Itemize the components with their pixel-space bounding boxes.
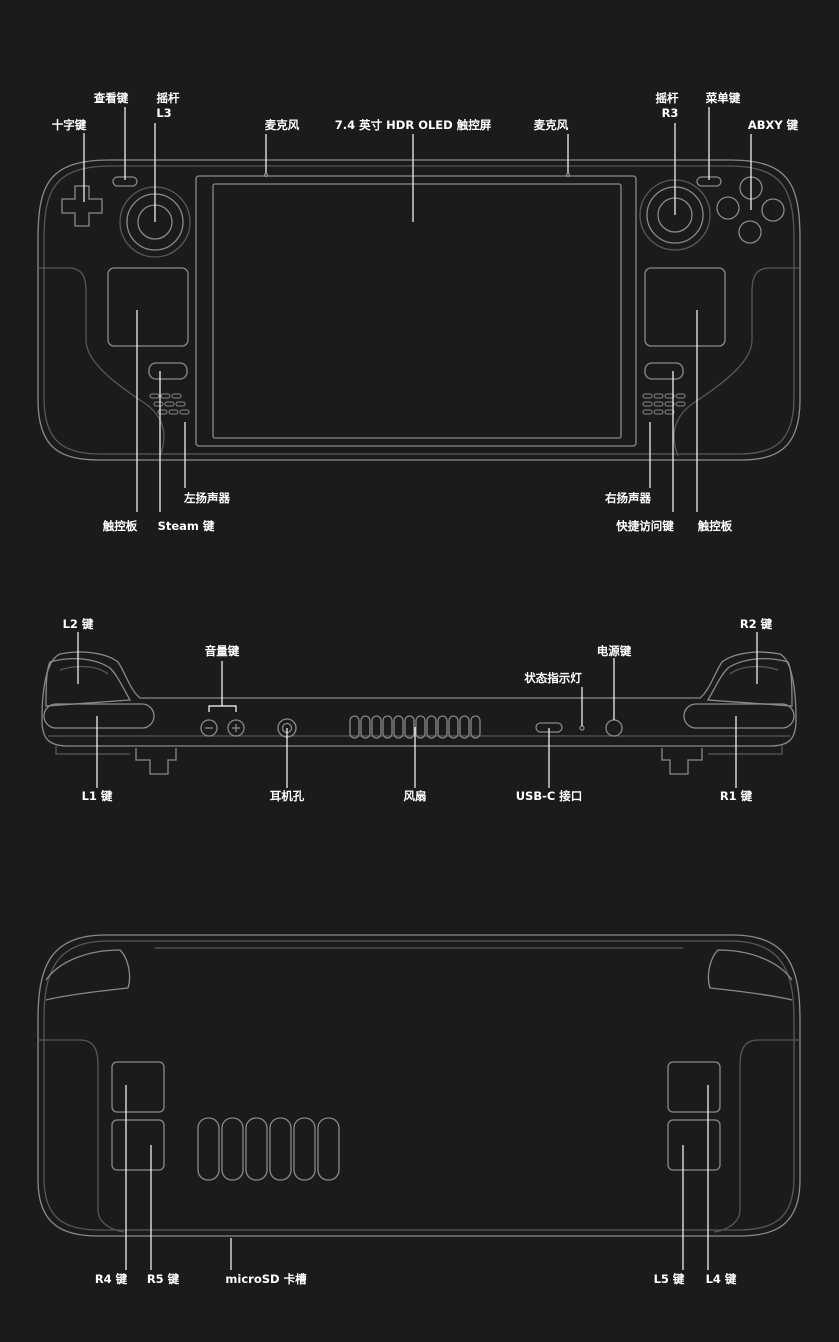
label-headphone: 耳机孔	[269, 789, 305, 803]
label-l5: L5 键	[653, 1272, 685, 1286]
back-left-grip	[38, 1039, 125, 1233]
right-trackpad	[644, 267, 726, 347]
label-l1: L1 键	[81, 789, 113, 803]
back-right-trigger	[707, 949, 793, 1001]
top-body-outline	[41, 651, 797, 747]
screen-bezel	[195, 175, 637, 447]
label-left-trackpad: 触控板	[102, 519, 138, 533]
front-body-inner	[43, 165, 795, 455]
l2-inner	[59, 665, 109, 675]
l1-bumper	[43, 703, 155, 729]
a-button	[738, 220, 762, 244]
right-mic-hole	[565, 172, 571, 178]
l5-button	[667, 1119, 721, 1171]
label-view-button: 查看键	[93, 91, 129, 105]
left-mic-hole	[263, 172, 269, 178]
right-grip-line	[673, 267, 800, 457]
fan-vent	[349, 715, 481, 739]
label-r2: R2 键	[739, 617, 773, 631]
r5-button	[111, 1119, 165, 1171]
l2-trigger	[45, 657, 132, 707]
label-abxy: ABXY 键	[747, 118, 799, 132]
label-r1: R1 键	[719, 789, 753, 803]
x-button	[716, 196, 740, 220]
label-dpad: 十字键	[51, 118, 87, 132]
label-right-stick-line2: R3	[661, 106, 679, 120]
label-power: 电源键	[596, 644, 632, 658]
right-foot	[661, 748, 703, 775]
top-leader-lines	[77, 632, 758, 788]
front-leader-lines	[83, 107, 752, 512]
left-grip-line	[38, 267, 165, 457]
top-view	[41, 651, 797, 775]
label-quick-access: 快捷访问键	[616, 519, 674, 533]
label-fan: 风扇	[403, 789, 427, 803]
dpad-icon	[61, 185, 103, 227]
label-volume: 音量键	[204, 644, 240, 658]
label-right-stick-line1: 摇杆	[655, 91, 679, 105]
l4-button	[667, 1061, 721, 1113]
r4-button	[111, 1061, 165, 1113]
label-left-mic: 麦克风	[264, 118, 300, 132]
label-l4: L4 键	[705, 1272, 737, 1286]
back-right-grip	[713, 1039, 800, 1233]
quick-access-button	[644, 362, 684, 380]
right-rail	[708, 746, 783, 755]
back-body-inner	[43, 940, 795, 1231]
back-vent	[197, 1117, 340, 1181]
b-button	[761, 198, 785, 222]
steam-button	[148, 362, 188, 380]
front-view	[37, 159, 801, 461]
label-menu-button: 菜单键	[705, 91, 741, 105]
label-left-stick-line1: 摇杆	[156, 91, 180, 105]
back-body-outline	[37, 934, 801, 1237]
left-rail	[55, 746, 130, 755]
r1-bumper	[683, 703, 795, 729]
r2-inner	[729, 665, 779, 675]
label-microsd: microSD 卡槽	[225, 1272, 307, 1286]
back-leader-lines	[125, 1085, 709, 1270]
volume-up-button	[227, 719, 245, 737]
left-trackpad	[107, 267, 189, 347]
label-r5: R5 键	[146, 1272, 180, 1286]
left-foot	[135, 748, 177, 775]
back-left-trigger	[45, 949, 131, 1001]
label-right-speaker: 右扬声器	[605, 491, 651, 505]
label-usbc: USB-C 接口	[515, 789, 583, 803]
label-l2: L2 键	[62, 617, 94, 631]
label-steam-button: Steam 键	[157, 519, 215, 533]
label-right-trackpad: 触控板	[697, 519, 733, 533]
status-led	[579, 725, 585, 731]
power-button	[605, 719, 623, 737]
label-screen: 7.4 英寸 HDR OLED 触控屏	[334, 118, 492, 132]
label-left-speaker: 左扬声器	[184, 491, 230, 505]
label-right-mic: 麦克风	[533, 118, 569, 132]
screen-display	[212, 183, 622, 439]
label-status-led: 状态指示灯	[524, 671, 582, 685]
volume-down-button	[200, 719, 218, 737]
label-left-stick-line2: L3	[156, 106, 172, 120]
front-body-outline	[37, 159, 801, 461]
right-speaker-grille	[642, 393, 686, 415]
back-view	[37, 934, 801, 1237]
label-r4: R4 键	[94, 1272, 128, 1286]
r2-trigger	[706, 657, 793, 707]
left-speaker-grille	[149, 393, 190, 415]
